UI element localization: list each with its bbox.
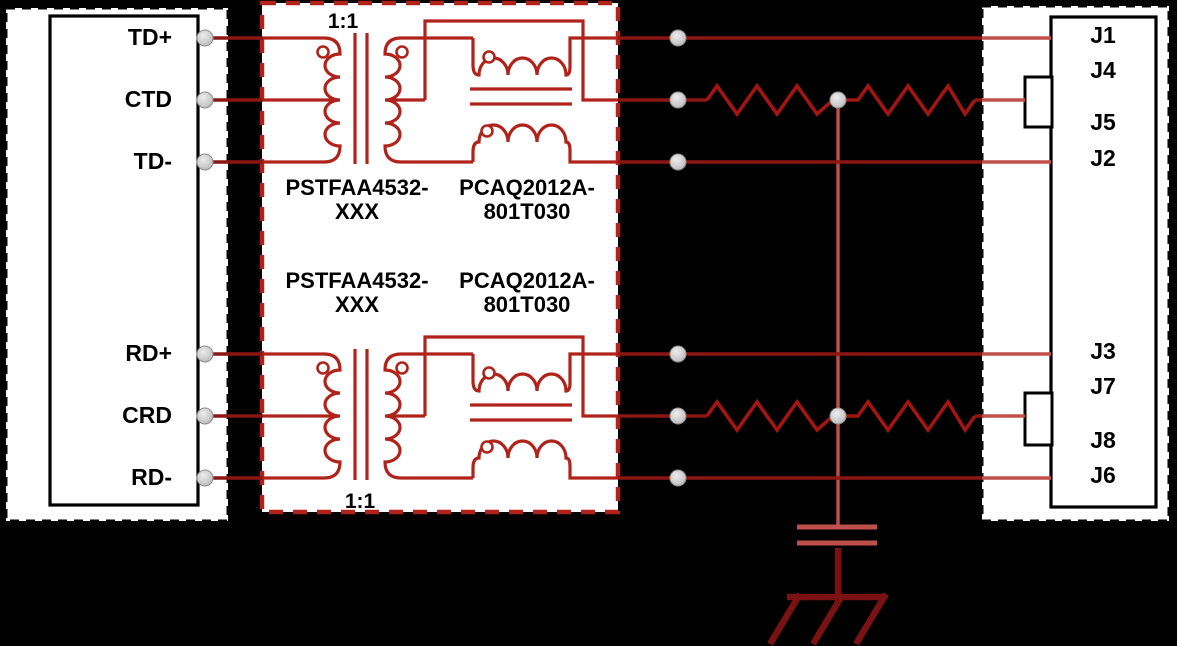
pin-label-rd-plus: RD+ bbox=[125, 340, 172, 366]
via-pad bbox=[669, 153, 687, 171]
jack-label-j1: J1 bbox=[1090, 22, 1116, 48]
turns-ratio-label-upper: 1:1 bbox=[328, 10, 359, 33]
transformer-part-lower-line2: XXX bbox=[335, 292, 379, 317]
choke-part-upper-line1: PCAQ2012A- bbox=[459, 175, 595, 200]
primary-polarity-dot bbox=[316, 45, 330, 59]
choke-bottom-polarity-dot bbox=[480, 124, 494, 138]
pin-label-td-minus: TD- bbox=[134, 148, 172, 174]
transformer-part-upper-line1: PSTFAA4532- bbox=[285, 175, 428, 200]
choke-bottom-winding bbox=[471, 123, 618, 164]
transformer-part-upper-line2: XXX bbox=[335, 199, 379, 224]
junction-via-pad bbox=[829, 91, 847, 109]
choke-part-lower-line2: 801T030 bbox=[484, 292, 571, 317]
via-pad bbox=[669, 91, 687, 109]
choke-top-winding bbox=[471, 36, 618, 77]
jack-stub-j4-j5 bbox=[1023, 75, 1054, 129]
td-channel bbox=[196, 19, 1051, 171]
termination-resistor-1 bbox=[705, 82, 838, 118]
via-pad bbox=[196, 153, 214, 171]
jack-label-j7: J7 bbox=[1090, 373, 1116, 399]
jack-label-j8: J8 bbox=[1090, 427, 1116, 453]
jack-label-j4: J4 bbox=[1090, 57, 1116, 83]
via-pad bbox=[196, 29, 214, 47]
choke-part-upper-line2: 801T030 bbox=[484, 199, 571, 224]
termination-capacitor bbox=[797, 524, 877, 546]
jack-stub-j7-j8 bbox=[1023, 391, 1054, 447]
left-connector-body bbox=[48, 14, 200, 507]
transformer-core bbox=[353, 33, 369, 164]
channel-wires-light bbox=[982, 36, 1051, 164]
jack-label-j2: J2 bbox=[1090, 145, 1116, 171]
via-pad bbox=[669, 29, 687, 47]
jack-label-j5: J5 bbox=[1090, 109, 1116, 135]
pin-label-td-plus: TD+ bbox=[128, 24, 172, 50]
chassis-ground-icon bbox=[767, 592, 889, 646]
secondary-polarity-dot bbox=[395, 45, 409, 59]
choke-core bbox=[470, 87, 572, 106]
turns-ratio-label-lower: 1:1 bbox=[345, 490, 376, 513]
right-jack-body bbox=[1049, 15, 1158, 509]
transformer-part-lower-line1: PSTFAA4532- bbox=[285, 268, 428, 293]
pin-label-rd-minus: RD- bbox=[131, 464, 172, 490]
center-tap-route bbox=[423, 19, 618, 102]
transformer-secondary-winding bbox=[383, 36, 473, 164]
magnetics-module-box bbox=[259, 0, 621, 515]
via-pad bbox=[196, 91, 214, 109]
termination-resistor-2 bbox=[838, 82, 977, 118]
choke-top-polarity-dot bbox=[482, 50, 496, 64]
channel-wires-dark bbox=[205, 36, 982, 164]
pin-label-ctd: CTD bbox=[125, 86, 172, 112]
pin-label-crd: CRD bbox=[122, 402, 172, 428]
jack-label-j3: J3 bbox=[1090, 338, 1116, 364]
choke-part-lower-line1: PCAQ2012A- bbox=[459, 268, 595, 293]
transformer-primary-winding bbox=[263, 36, 342, 164]
jack-label-j6: J6 bbox=[1090, 462, 1116, 488]
